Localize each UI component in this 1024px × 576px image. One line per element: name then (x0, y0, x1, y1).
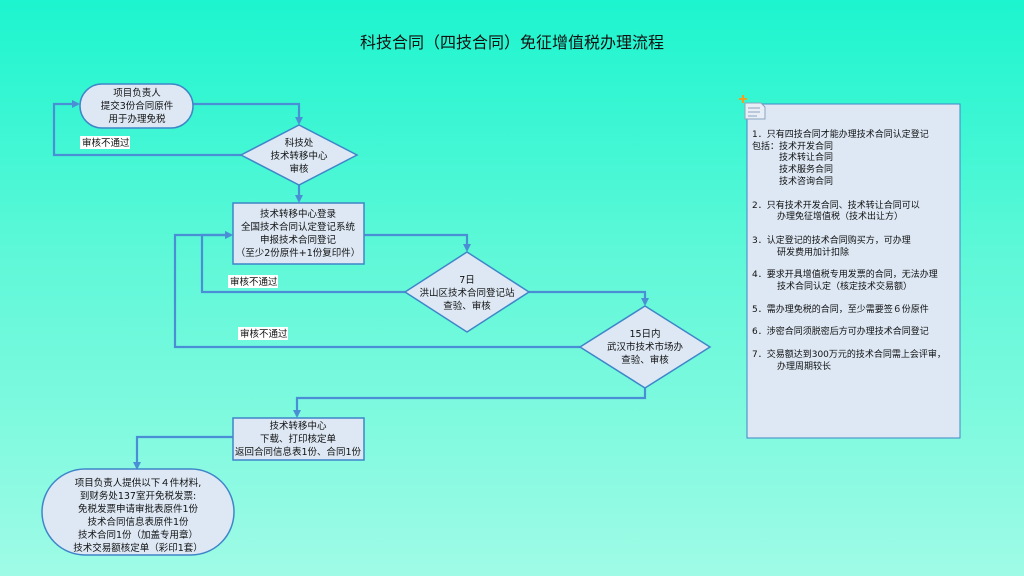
note-line: 6．涉密合同须脱密后方可办理技术合同登记 (752, 325, 929, 337)
note-line: 技术转让合同 (779, 151, 833, 163)
svg-text:全国技术合同认定登记系统: 全国技术合同认定登记系统 (241, 221, 356, 233)
connector-register-to-review2 (364, 233, 471, 252)
svg-text:技术转移中心登录: 技术转移中心登录 (260, 208, 337, 220)
connector-reject1 (52, 100, 241, 157)
note-line: 7．交易额达到300万元的技术合同需上会评审， (752, 348, 946, 360)
connector-reject3 (173, 231, 580, 349)
svg-text:技术交易额核定单（彩印1套）: 技术交易额核定单（彩印1套） (73, 542, 203, 554)
svg-text:查验、审核: 查验、审核 (443, 300, 491, 312)
start-node: 项目负责人 提交3份合同原件 用于办理免税 (79, 83, 194, 129)
note-panel: 1．只有四技合同才能办理技术合同认定登记 包括：技术开发合同 技术转让合同 技术… (739, 95, 961, 439)
review1-decision: 科技处 技术转移中心 审核 (239, 124, 359, 186)
note-line: 4．要求开具增值税专用发票的合同，无法办理 (752, 268, 938, 280)
svg-text:15日内: 15日内 (629, 328, 660, 340)
reject-label-2: 审核不通过 (228, 275, 278, 288)
svg-text:用于办理免税: 用于办理免税 (108, 113, 166, 125)
note-line: 2．只有技术开发合同、技术转让合同可以 (752, 199, 920, 211)
svg-text:审核不通过: 审核不通过 (230, 276, 278, 288)
svg-text:查验、审核: 查验、审核 (621, 354, 669, 366)
svg-text:项目负责人: 项目负责人 (113, 87, 161, 99)
connector-review3-to-download (293, 388, 647, 418)
svg-text:科技处: 科技处 (285, 137, 314, 149)
svg-text:7日: 7日 (459, 275, 475, 286)
note-icon (739, 95, 766, 120)
connector-review2-to-review3 (529, 290, 649, 306)
register-process: 技术转移中心登录 全国技术合同认定登记系统 申报技术合同登记 （至少2份原件+1… (232, 202, 365, 265)
svg-text:技术转移中心: 技术转移中心 (270, 150, 328, 162)
connector-download-to-end (133, 435, 233, 470)
review2-decision: 7日 洪山区技术合同登记站 查验、审核 (403, 251, 531, 333)
reject-label-3: 审核不通过 (238, 327, 288, 340)
svg-text:申报技术合同登记: 申报技术合同登记 (260, 234, 337, 246)
end-node: 项目负责人提供以下４件材料, 到财务处137室开免税发票: 免税发票申请审批表原… (41, 468, 235, 556)
svg-text:下载、打印核定单: 下载、打印核定单 (260, 433, 337, 445)
svg-text:技术合同1份（加盖专用章）: 技术合同1份（加盖专用章） (78, 529, 198, 541)
connectors (52, 100, 649, 470)
note-line: 3．认定登记的技术合同购买方，可办理 (752, 234, 911, 246)
review3-decision: 15日内 武汉市技术市场办 查验、审核 (578, 305, 712, 389)
svg-text:审核不通过: 审核不通过 (240, 328, 288, 340)
svg-text:审核不通过: 审核不通过 (82, 137, 130, 149)
svg-text:技术转移中心: 技术转移中心 (269, 420, 327, 432)
svg-text:技术合同信息表原件1份: 技术合同信息表原件1份 (87, 516, 189, 528)
svg-text:洪山区技术合同登记站: 洪山区技术合同登记站 (419, 287, 515, 299)
svg-text:审核: 审核 (289, 163, 309, 175)
svg-text:免税发票申请审批表原件1份: 免税发票申请审批表原件1份 (78, 503, 199, 515)
download-process: 技术转移中心 下载、打印核定单 返回合同信息表1份、合同1份 (232, 417, 365, 461)
page-title: 科技合同（四技合同）免征增值税办理流程 (360, 33, 664, 52)
note-line: 1．只有四技合同才能办理技术合同认定登记 (752, 128, 929, 140)
note-line: 技术服务合同 (779, 163, 833, 175)
connector-start-to-review1 (193, 102, 303, 125)
note-line: 5．需办理免税的合同，至少需要签６份原件 (752, 303, 929, 315)
svg-text:武汉市技术市场办: 武汉市技术市场办 (607, 341, 684, 353)
svg-text:项目负责人提供以下４件材料,: 项目负责人提供以下４件材料, (75, 477, 202, 489)
note-line: 技术合同认定（核定技术交易额） (777, 280, 912, 292)
reject-label-1: 审核不通过 (80, 136, 130, 149)
note-line: 技术咨询合同 (779, 175, 833, 187)
note-line: 办理周期较长 (777, 360, 831, 372)
note-line: 包括：技术开发合同 (752, 140, 833, 152)
note-line: 办理免征增值税（技术出让方） (777, 210, 903, 222)
svg-text:返回合同信息表1份、合同1份: 返回合同信息表1份、合同1份 (235, 446, 362, 458)
svg-text:提交3份合同原件: 提交3份合同原件 (101, 100, 174, 112)
note-line: 研发费用加计扣除 (777, 246, 849, 258)
svg-text:到财务处137室开免税发票:: 到财务处137室开免税发票: (80, 490, 196, 502)
svg-text:（至少2份原件+1份复印件）: （至少2份原件+1份复印件） (236, 247, 361, 259)
